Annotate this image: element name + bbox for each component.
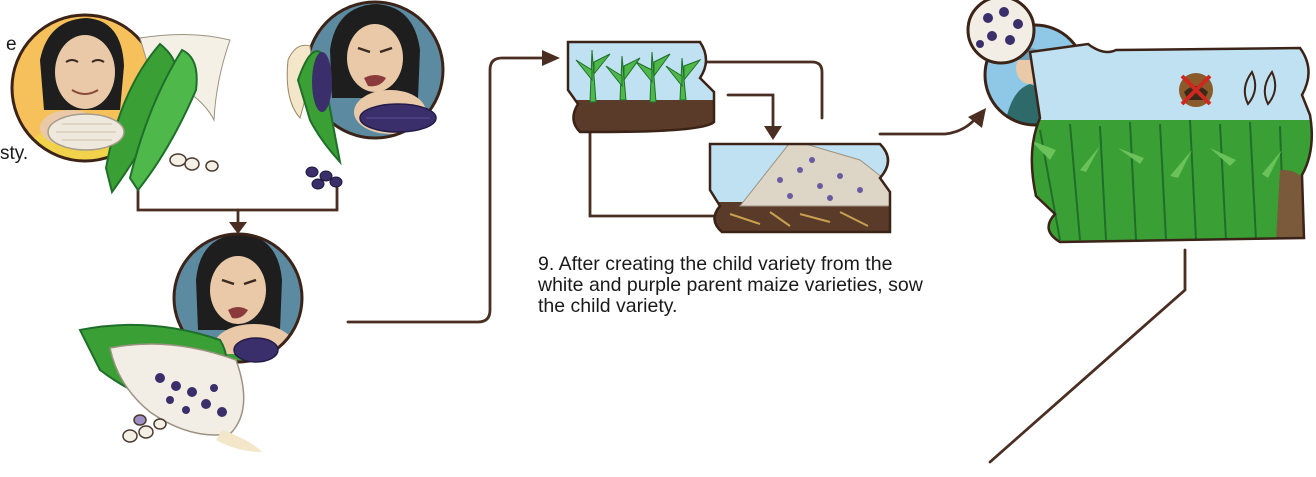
arrow-head xyxy=(542,50,560,66)
portrait-child-variety xyxy=(80,234,302,452)
portrait-purple-maize xyxy=(287,2,443,189)
no-animals-icon xyxy=(1179,73,1213,107)
purple-seeds xyxy=(306,167,342,189)
cropped-label-fragment: sty. xyxy=(0,143,28,165)
arrow-head xyxy=(764,126,782,140)
step-9-caption: 9. After creating the child variety from… xyxy=(538,254,938,317)
white-seeds xyxy=(170,154,218,171)
panel-seed-harvest xyxy=(700,140,906,242)
portrait-white-maize xyxy=(12,15,230,205)
seed-bag-icon xyxy=(968,0,1034,63)
panel-young-maize xyxy=(560,42,720,140)
arrow-head xyxy=(229,222,247,234)
mixed-seeds xyxy=(123,415,166,442)
child-maize-ear xyxy=(80,325,278,452)
panel-field-growth xyxy=(1020,44,1316,250)
cropped-label-fragment: e xyxy=(6,34,17,56)
